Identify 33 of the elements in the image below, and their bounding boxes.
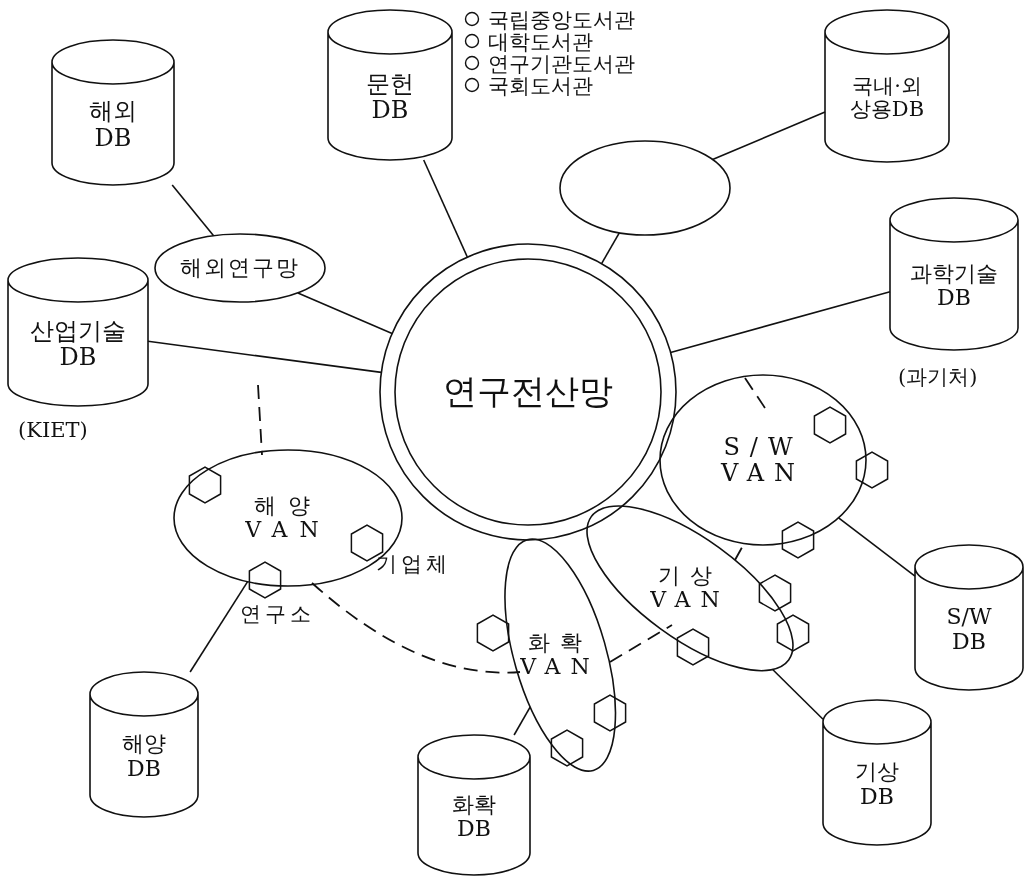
database-cylinder: 화확 DB bbox=[418, 735, 530, 875]
list-item: 국회도서관 bbox=[488, 74, 593, 100]
database-cylinder: 국내·외 상용DB bbox=[825, 10, 949, 162]
connector-line bbox=[422, 159, 469, 258]
caption-text: (KIET) bbox=[18, 418, 88, 442]
connector-line bbox=[513, 706, 531, 736]
database-cylinder: 해양 DB bbox=[90, 672, 198, 817]
caption-text: (과기처) bbox=[898, 364, 978, 391]
connector-line bbox=[189, 580, 249, 673]
area-label: 기업체 bbox=[376, 551, 451, 578]
connector-line bbox=[669, 290, 891, 354]
database-cylinder: 문헌 DB bbox=[328, 10, 452, 160]
connector-line bbox=[771, 668, 824, 720]
connector-line bbox=[711, 111, 826, 161]
connector-line bbox=[147, 340, 383, 374]
network-ellipse: 해외연구망 bbox=[154, 233, 326, 303]
database-cylinder: 기상 DB bbox=[823, 700, 931, 845]
network-ellipse bbox=[559, 140, 731, 236]
area-label: 연구소 bbox=[240, 601, 315, 628]
list-item: 대학도서관 bbox=[488, 30, 593, 55]
connector-line bbox=[600, 232, 621, 265]
list-item: 국립중앙도서관 bbox=[488, 7, 635, 33]
database-cylinder: S/W DB bbox=[915, 545, 1023, 690]
database-cylinder: 산업기술 DB bbox=[8, 258, 148, 406]
network-ellipse: S/W VAN bbox=[659, 374, 867, 546]
network-ellipse: 화확 VAN bbox=[503, 537, 617, 773]
list-item: 연구기관도서관 bbox=[488, 52, 635, 77]
connector-line bbox=[297, 292, 393, 335]
database-cylinder: 해외 DB bbox=[52, 40, 174, 185]
connector-line bbox=[837, 517, 916, 577]
connector-line bbox=[171, 184, 215, 237]
network-circle: 연구전산망 bbox=[379, 243, 677, 541]
database-cylinder: 과학기술 DB bbox=[890, 198, 1018, 350]
